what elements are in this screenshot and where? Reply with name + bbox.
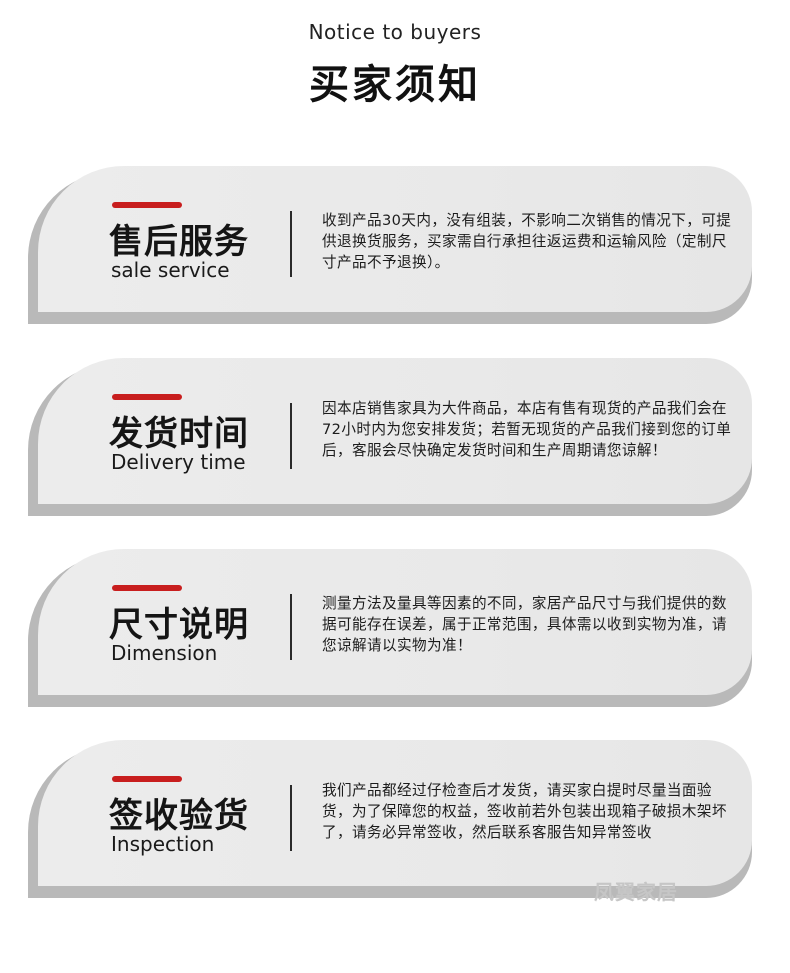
section-title-zh: 尺寸说明: [109, 605, 249, 645]
brand-watermark: 凤翼家居: [594, 880, 678, 904]
section-title-zh: 售后服务: [109, 222, 249, 262]
vertical-divider: [290, 211, 292, 277]
section-title-en: Inspection: [111, 832, 215, 856]
card-delivery-time: 发货时间 Delivery time 因本店销售家具为大件商品，本店有售有现货的…: [28, 358, 752, 516]
vertical-divider: [290, 403, 292, 469]
red-accent-bar: [112, 202, 182, 208]
notice-subtitle: Notice to buyers: [308, 20, 482, 44]
section-description: 因本店销售家具为大件商品，本店有售有现货的产品我们会在72小时内为您安排发货；若…: [322, 400, 732, 459]
red-accent-bar: [112, 776, 182, 782]
section-description: 收到产品30天内，没有组装，不影响二次销售的情况下，可提供退换货服务，买家需自行…: [322, 212, 732, 271]
page-title: 买家须知: [309, 62, 481, 108]
section-title-en: Dimension: [111, 641, 218, 665]
section-title-en: Delivery time: [111, 450, 246, 474]
section-title-zh: 签收验货: [109, 796, 249, 836]
section-description: 测量方法及量具等因素的不同，家居产品尺寸与我们提供的数据可能存在误差，属于正常范…: [322, 595, 727, 654]
card-body: [38, 549, 752, 695]
card-inspection: 签收验货 Inspection 我们产品都经过仔检查后才发货，请买家白提时尽量当…: [28, 740, 752, 898]
section-title-en: sale service: [111, 258, 230, 282]
card-body: [38, 740, 752, 886]
vertical-divider: [290, 594, 292, 660]
card-body: [38, 166, 752, 312]
red-accent-bar: [112, 585, 182, 591]
red-accent-bar: [112, 394, 182, 400]
section-description: 我们产品都经过仔检查后才发货，请买家白提时尽量当面验货，为了保障您的权益，签收前…: [322, 782, 727, 841]
vertical-divider: [290, 785, 292, 851]
card-dimension: 尺寸说明 Dimension 测量方法及量具等因素的不同，家居产品尺寸与我们提供…: [28, 549, 752, 707]
card-sale-service: 售后服务 sale service 收到产品30天内，没有组装，不影响二次销售的…: [28, 166, 752, 324]
section-title-zh: 发货时间: [109, 414, 249, 454]
card-body: [38, 358, 752, 504]
